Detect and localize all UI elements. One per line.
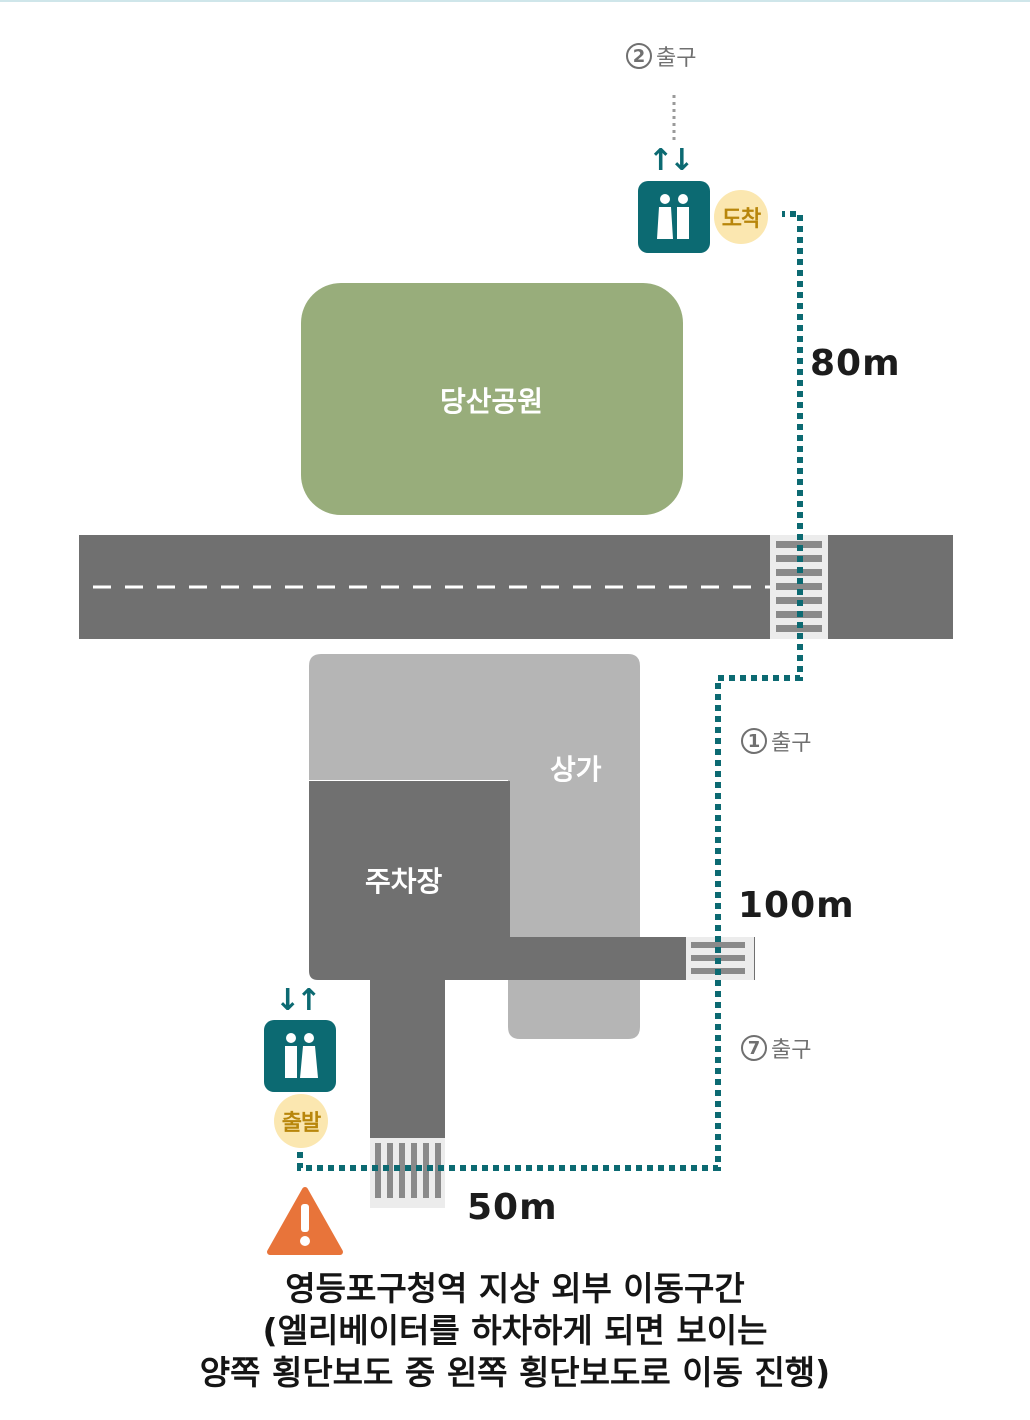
park-block [301,283,683,515]
caption-line-3: 양쪽 횡단보도 중 왼쪽 횡단보도로 이동 진행) [199,1353,831,1392]
caption-line-1: 영등포구청역 지상 외부 이동구간 [285,1269,745,1308]
exit-2-text: 출구 [656,46,697,71]
warning-triangle-icon [267,1187,343,1255]
up-down-arrows-icon: ↑↓ [648,143,694,178]
top-border [0,0,1030,2]
parking-label: 주차장 [365,865,443,898]
down-up-arrows-icon: ↓↑ [275,983,321,1018]
parking-block [309,781,755,1150]
exit-7-text: 출구 [771,1038,812,1063]
elevator-icon [638,181,710,253]
exit-7-label: 7 출구 [741,1032,811,1064]
exit-1-text: 출구 [771,731,812,756]
arrival-badge: 도착 [714,190,768,244]
exit-7-number: 7 [741,1035,767,1061]
park-label: 당산공원 [440,385,544,418]
distance-bottom: 50m [467,1187,558,1228]
shops-label: 상가 [550,753,602,786]
exit-2-label: 2 출구 [626,40,696,72]
distance-top: 80m [810,343,901,384]
exit-1-number: 1 [741,728,767,754]
caption-line-2: (엘리베이터를 하차하게 되면 보이는 [262,1311,768,1350]
distance-middle: 100m [738,885,855,926]
departure-badge: 출발 [274,1094,328,1148]
walking-route [297,211,803,1171]
exit-1-label: 1 출구 [741,725,811,757]
exit-2-number: 2 [626,43,652,69]
route-caption: 영등포구청역 지상 외부 이동구간 (엘리베이터를 하차하게 되면 보이는 양쪽… [0,1268,1030,1394]
elevator-icon-start [264,1020,336,1092]
crosswalk-bottom [370,1138,445,1208]
